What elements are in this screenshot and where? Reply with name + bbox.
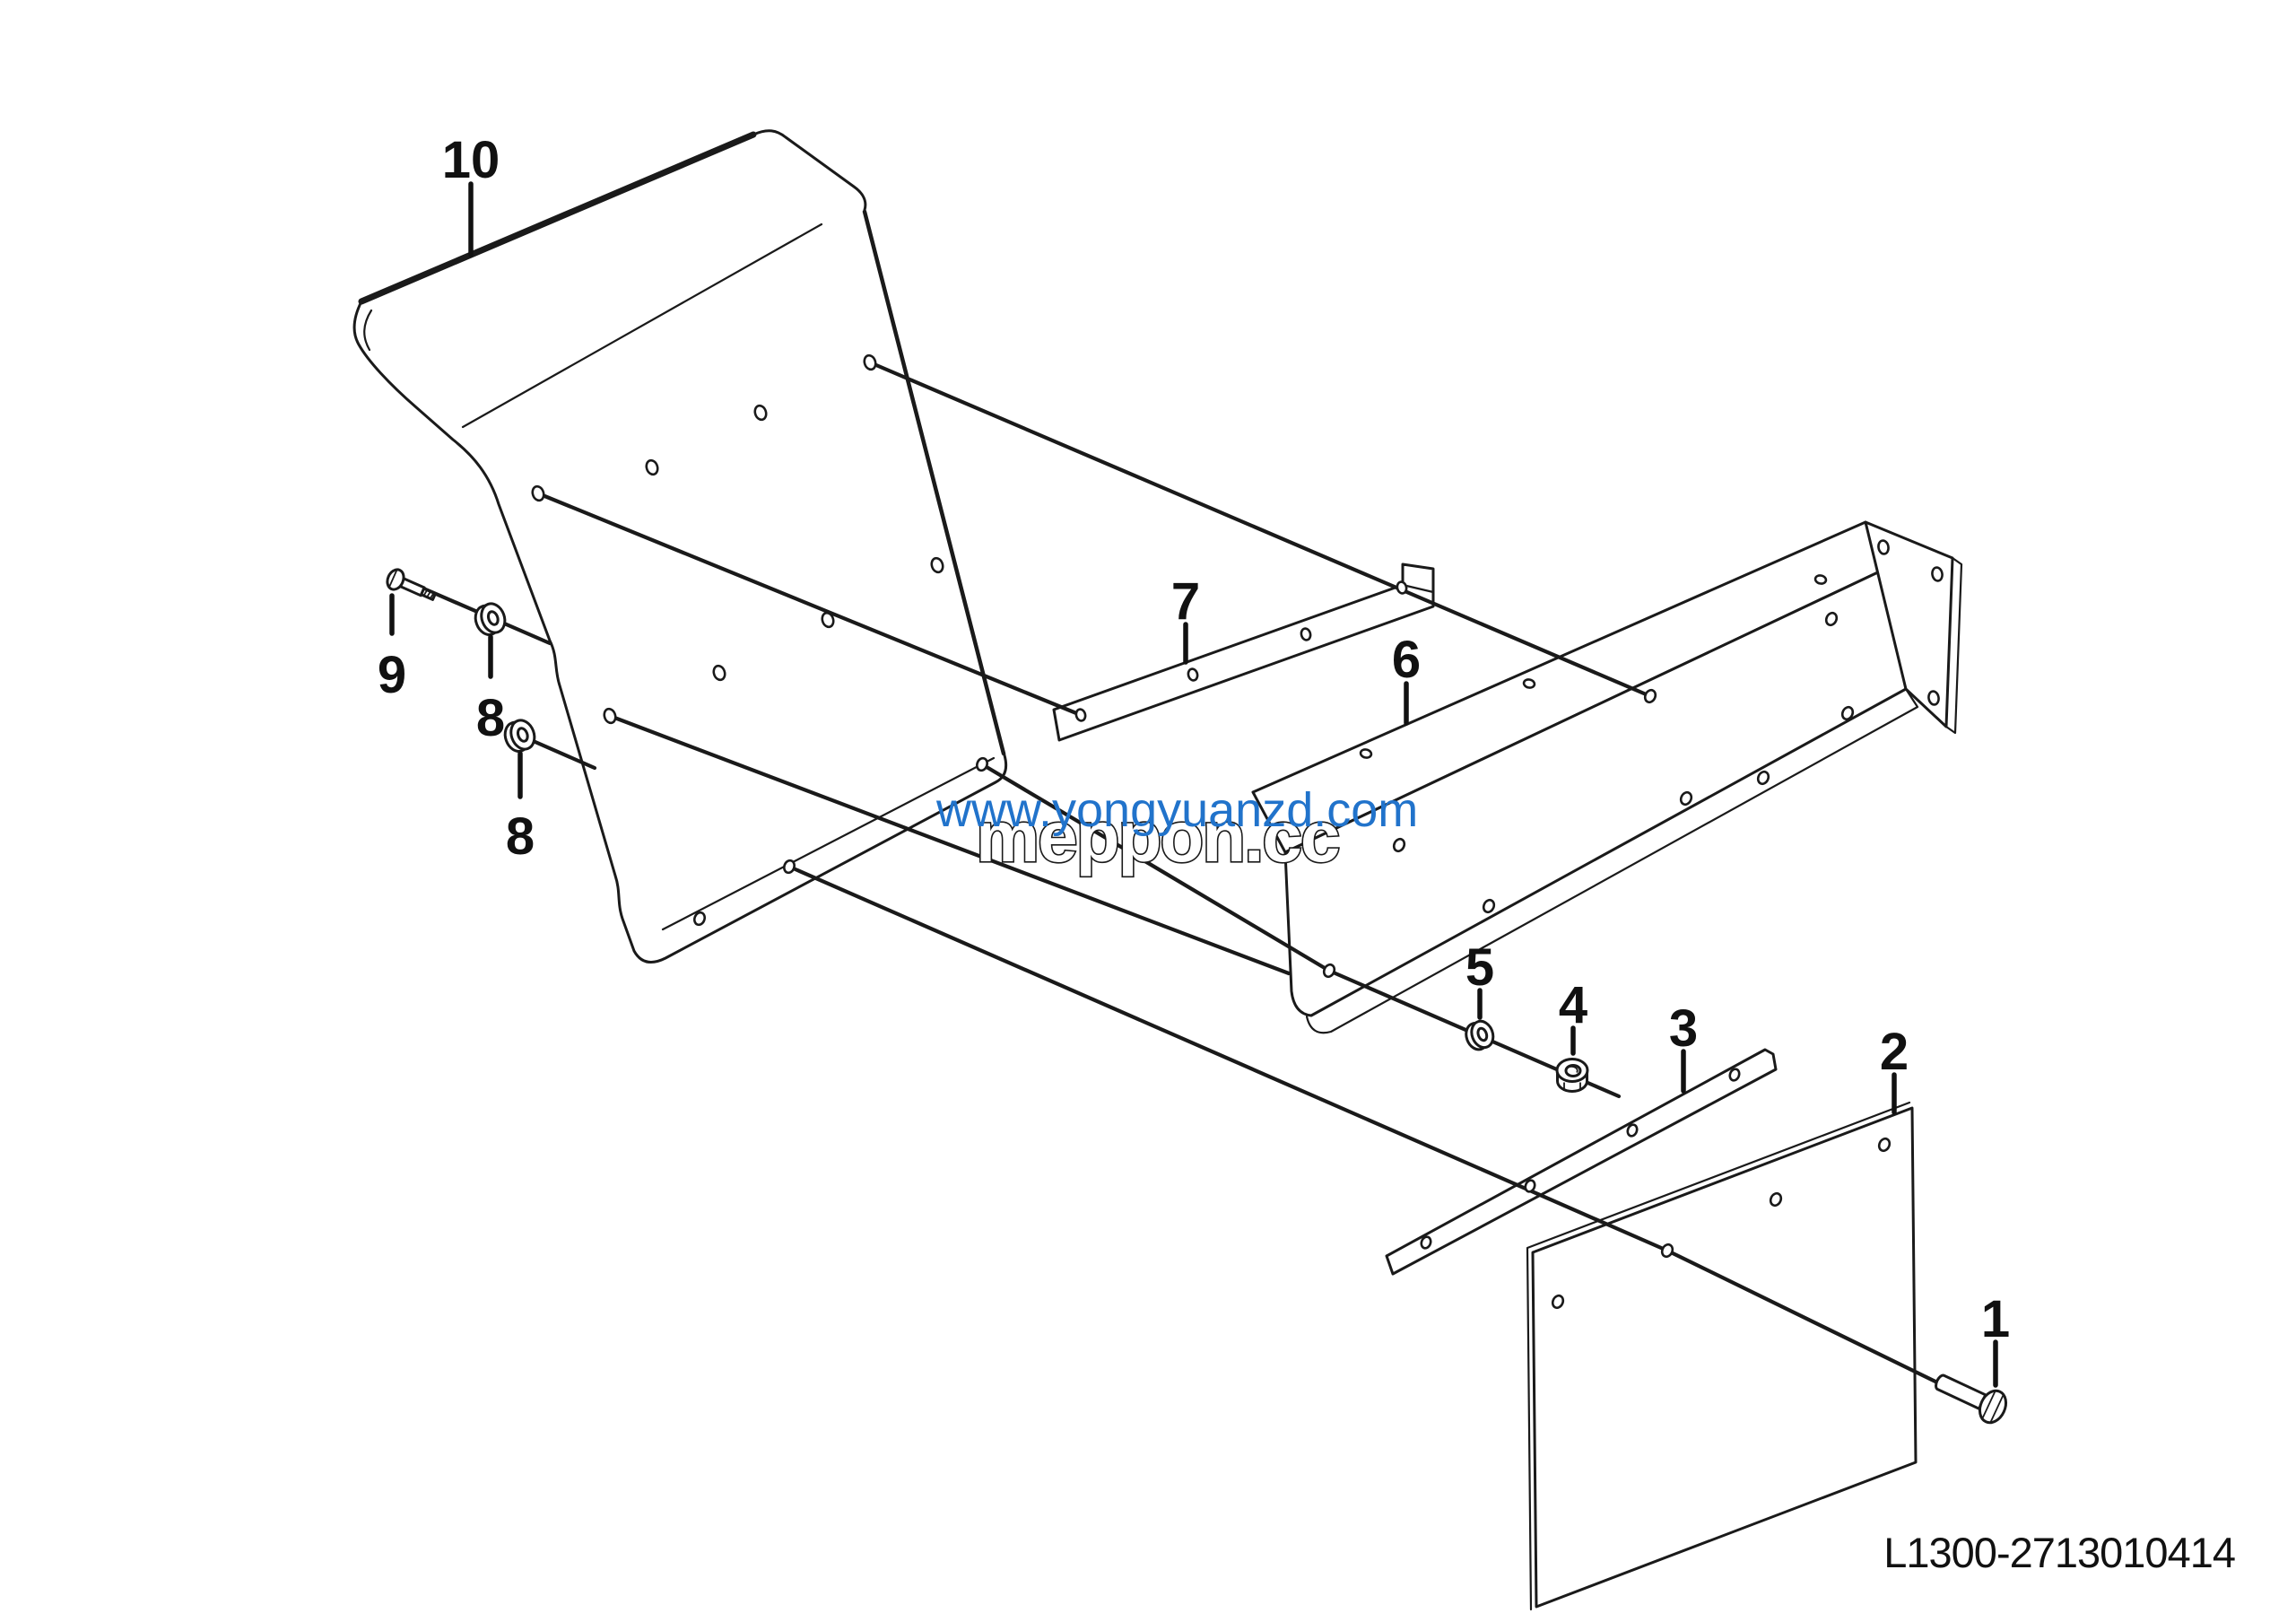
part-number-label-4: 4	[1559, 976, 1587, 1034]
axis-line-channel-bottom	[979, 762, 1332, 973]
part-10-right-edge	[862, 209, 1006, 756]
bolt-holes	[531, 353, 1944, 1310]
drawing-number: L1300-2713010414	[1883, 1529, 2235, 1576]
part-number-label-8: 8	[506, 807, 535, 866]
part-labels: 10 9 8 8 7 6 5 4 3 2 1	[378, 131, 2010, 1388]
part-number-label-3: 3	[1669, 999, 1698, 1058]
part-10-panel	[352, 129, 1008, 964]
part-number-label-10: 10	[442, 131, 500, 189]
part-8-washer-upper	[474, 602, 507, 636]
axis-line-strip7-right	[867, 360, 1653, 699]
part-8-washer-lower	[503, 719, 536, 753]
part-number-label-6: 6	[1392, 631, 1421, 689]
part-10-top-fold-line	[461, 222, 823, 429]
part-2-panel	[1526, 1101, 1918, 1611]
part-7-body	[1052, 562, 1435, 742]
part-1-bolt	[1935, 1373, 2008, 1425]
axis-line-channel-left	[607, 713, 1292, 976]
part-7-end-fold	[1401, 583, 1435, 594]
part-2-body	[1531, 1106, 1918, 1609]
part-number-label-7: 7	[1171, 572, 1200, 631]
part-number-label-9: 9	[378, 646, 406, 704]
part-9-bolt	[386, 568, 437, 601]
part-3-top-edge-line	[1385, 1048, 1767, 1258]
part-6-front-face	[1283, 569, 1908, 1017]
watermark-blue-text: www.yongyuanzd.com	[935, 783, 1418, 837]
part-3-strip	[1385, 1048, 1778, 1276]
part-10-left-flange-line	[363, 309, 373, 352]
part-number-label-1: 1	[1981, 1290, 2010, 1348]
part-10-top-edge	[358, 131, 757, 305]
part-number-label-8: 8	[476, 689, 505, 747]
part-6-channel	[1251, 520, 1963, 1034]
part-2-thickness-lines	[1526, 1101, 1911, 1611]
part-10-bottom-fold-line	[661, 756, 996, 931]
part-6-bottom-lip	[1305, 687, 1919, 1034]
part-7-strip	[1052, 562, 1435, 742]
part-10-outline	[352, 129, 1008, 964]
part-6-flange-thickness	[1944, 556, 1963, 735]
part-5-washer	[1465, 1019, 1495, 1051]
part-number-label-2: 2	[1880, 1023, 1909, 1081]
part-4-nut	[1555, 1058, 1589, 1093]
axis-line-strip7-left	[535, 491, 1083, 718]
watermark-outline-text: meppon.cc	[976, 797, 1339, 876]
part-number-label-5: 5	[1465, 938, 1494, 997]
